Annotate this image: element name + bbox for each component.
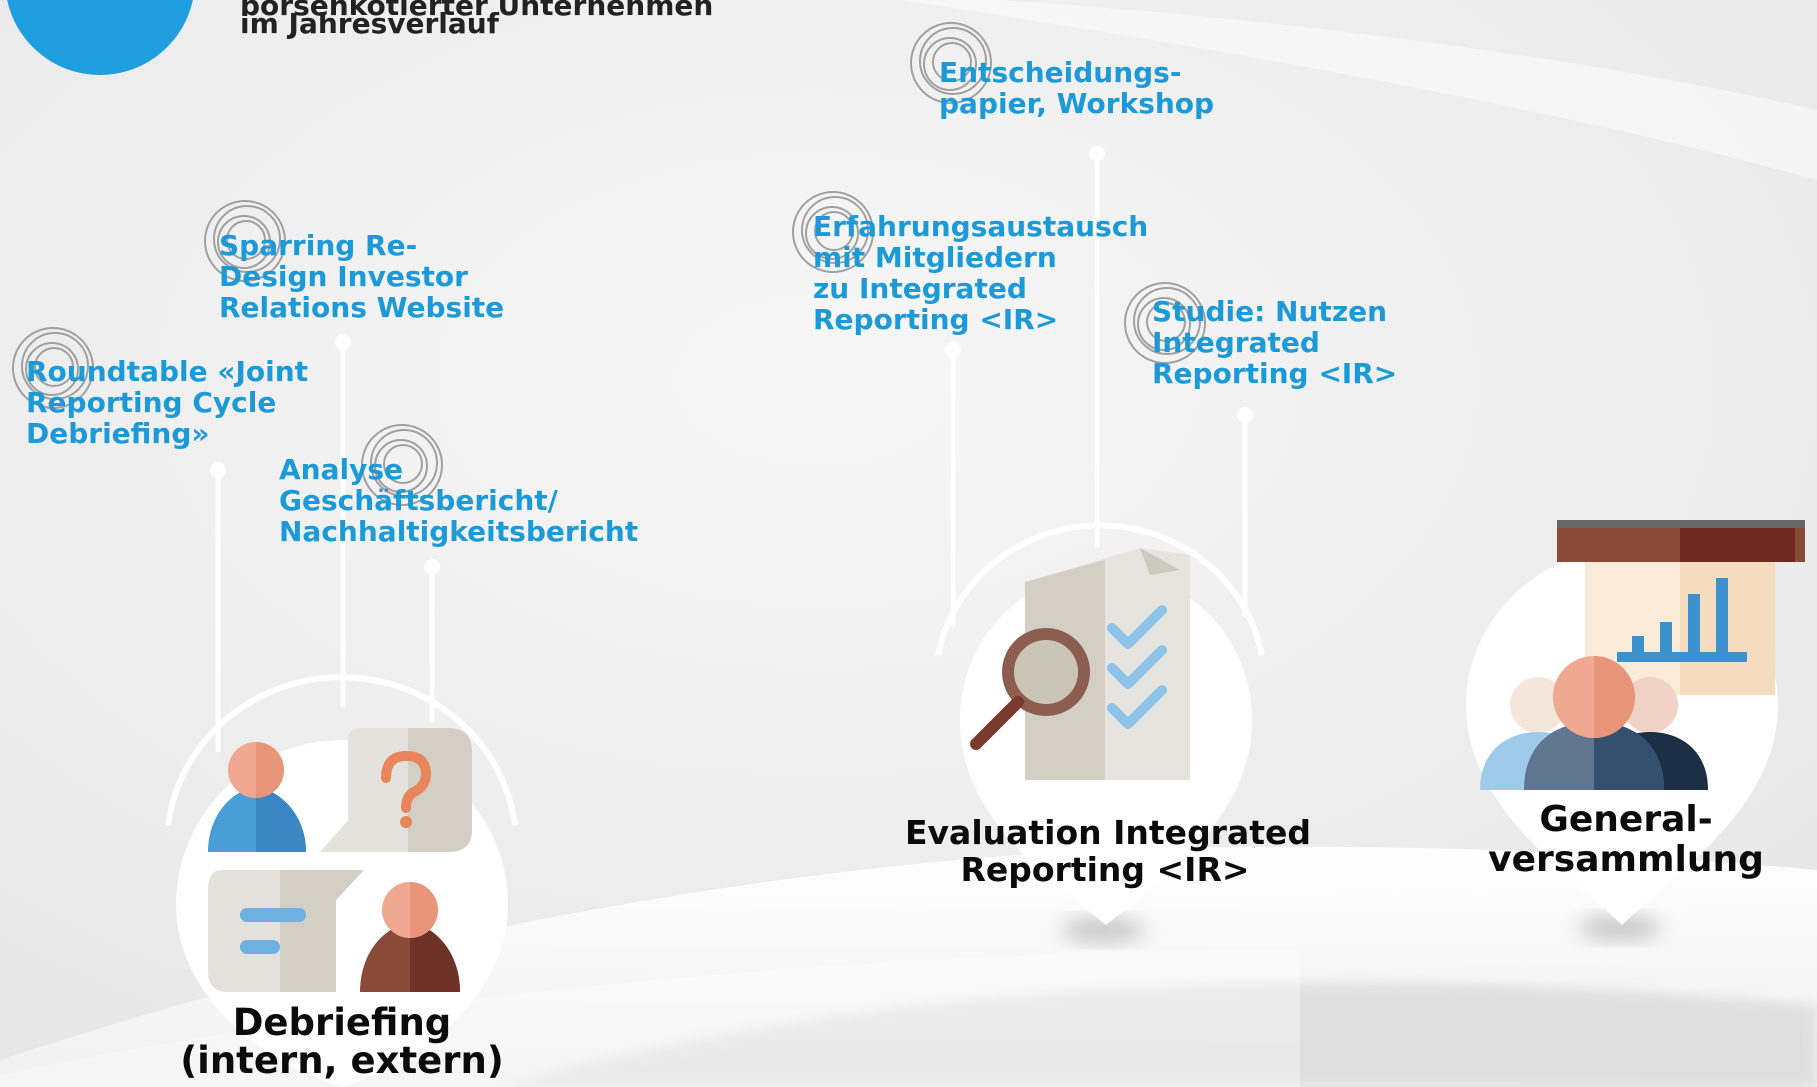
callout-line: Entscheidungs- — [939, 56, 1182, 89]
event-title-debriefing: Debriefing (intern, extern) — [172, 1004, 512, 1080]
callout-line: Sparring Re- — [219, 229, 418, 262]
callout-line: Erfahrungsaustausch — [813, 210, 1149, 243]
callout-line: Reporting Cycle — [26, 386, 277, 419]
callout-line: Debriefing» — [26, 417, 210, 450]
swirl-icon — [792, 191, 874, 273]
debriefing-people-speech-icon — [208, 728, 472, 992]
callout-line: mit Mitgliedern — [813, 241, 1057, 274]
header-title-line1: börsenkotierter Unternehmen — [240, 0, 714, 22]
logo-circle — [7, 0, 193, 75]
callout-entscheidung: Entscheidungs- papier, Workshop — [939, 57, 1214, 119]
callout-analyse: Analyse Geschäftsbericht/ Nachhaltigkeit… — [279, 454, 638, 547]
callout-line: Nachhaltigkeitsbericht — [279, 515, 639, 548]
audience-presentation-chart-icon — [1480, 520, 1805, 790]
callout-roundtable: Roundtable «Joint Reporting Cycle Debrie… — [26, 356, 308, 449]
callout-line: zu Integrated — [813, 272, 1027, 305]
swirl-icon — [1124, 282, 1206, 364]
event-title-line: versammlung — [1488, 839, 1764, 880]
header-title-line2: im Jahresverlauf — [240, 7, 499, 40]
callout-line: Relations Website — [219, 291, 505, 324]
callout-line: Reporting <IR> — [1152, 357, 1398, 390]
event-title-evaluation: Evaluation Integrated Reporting <IR> — [905, 813, 1312, 889]
callout-line: Studie: Nutzen — [1152, 295, 1388, 328]
event-title-line: Evaluation Integrated — [905, 813, 1312, 852]
event-title-line: Debriefing — [232, 1001, 452, 1044]
swirl-icon — [204, 200, 286, 282]
event-title-line: Reporting <IR> — [960, 850, 1250, 889]
callout-sparring: Sparring Re- Design Investor Relations W… — [219, 230, 504, 323]
swirl-icon — [12, 327, 94, 409]
event-title-line: General- — [1539, 799, 1713, 840]
callout-studie: Studie: Nutzen Integrated Reporting <IR> — [1152, 296, 1397, 389]
callout-line: Geschäftsbericht/ — [279, 484, 558, 517]
callout-erfahrung: Erfahrungsaustausch mit Mitgliedern zu I… — [813, 211, 1148, 335]
callout-line: Design Investor — [219, 260, 468, 293]
swirl-icon — [910, 22, 992, 104]
callout-line: Integrated — [1152, 326, 1320, 359]
swirl-icon — [361, 424, 443, 506]
event-title-line: (intern, extern) — [180, 1039, 504, 1082]
callout-line: Analyse — [279, 453, 404, 486]
callout-line: Roundtable «Joint — [26, 355, 309, 388]
callout-line: Reporting <IR> — [813, 303, 1059, 336]
event-title-generalversammlung: General- versammlung — [1466, 800, 1786, 880]
callout-line: papier, Workshop — [939, 87, 1215, 120]
document-magnifier-checklist-icon — [970, 548, 1190, 780]
